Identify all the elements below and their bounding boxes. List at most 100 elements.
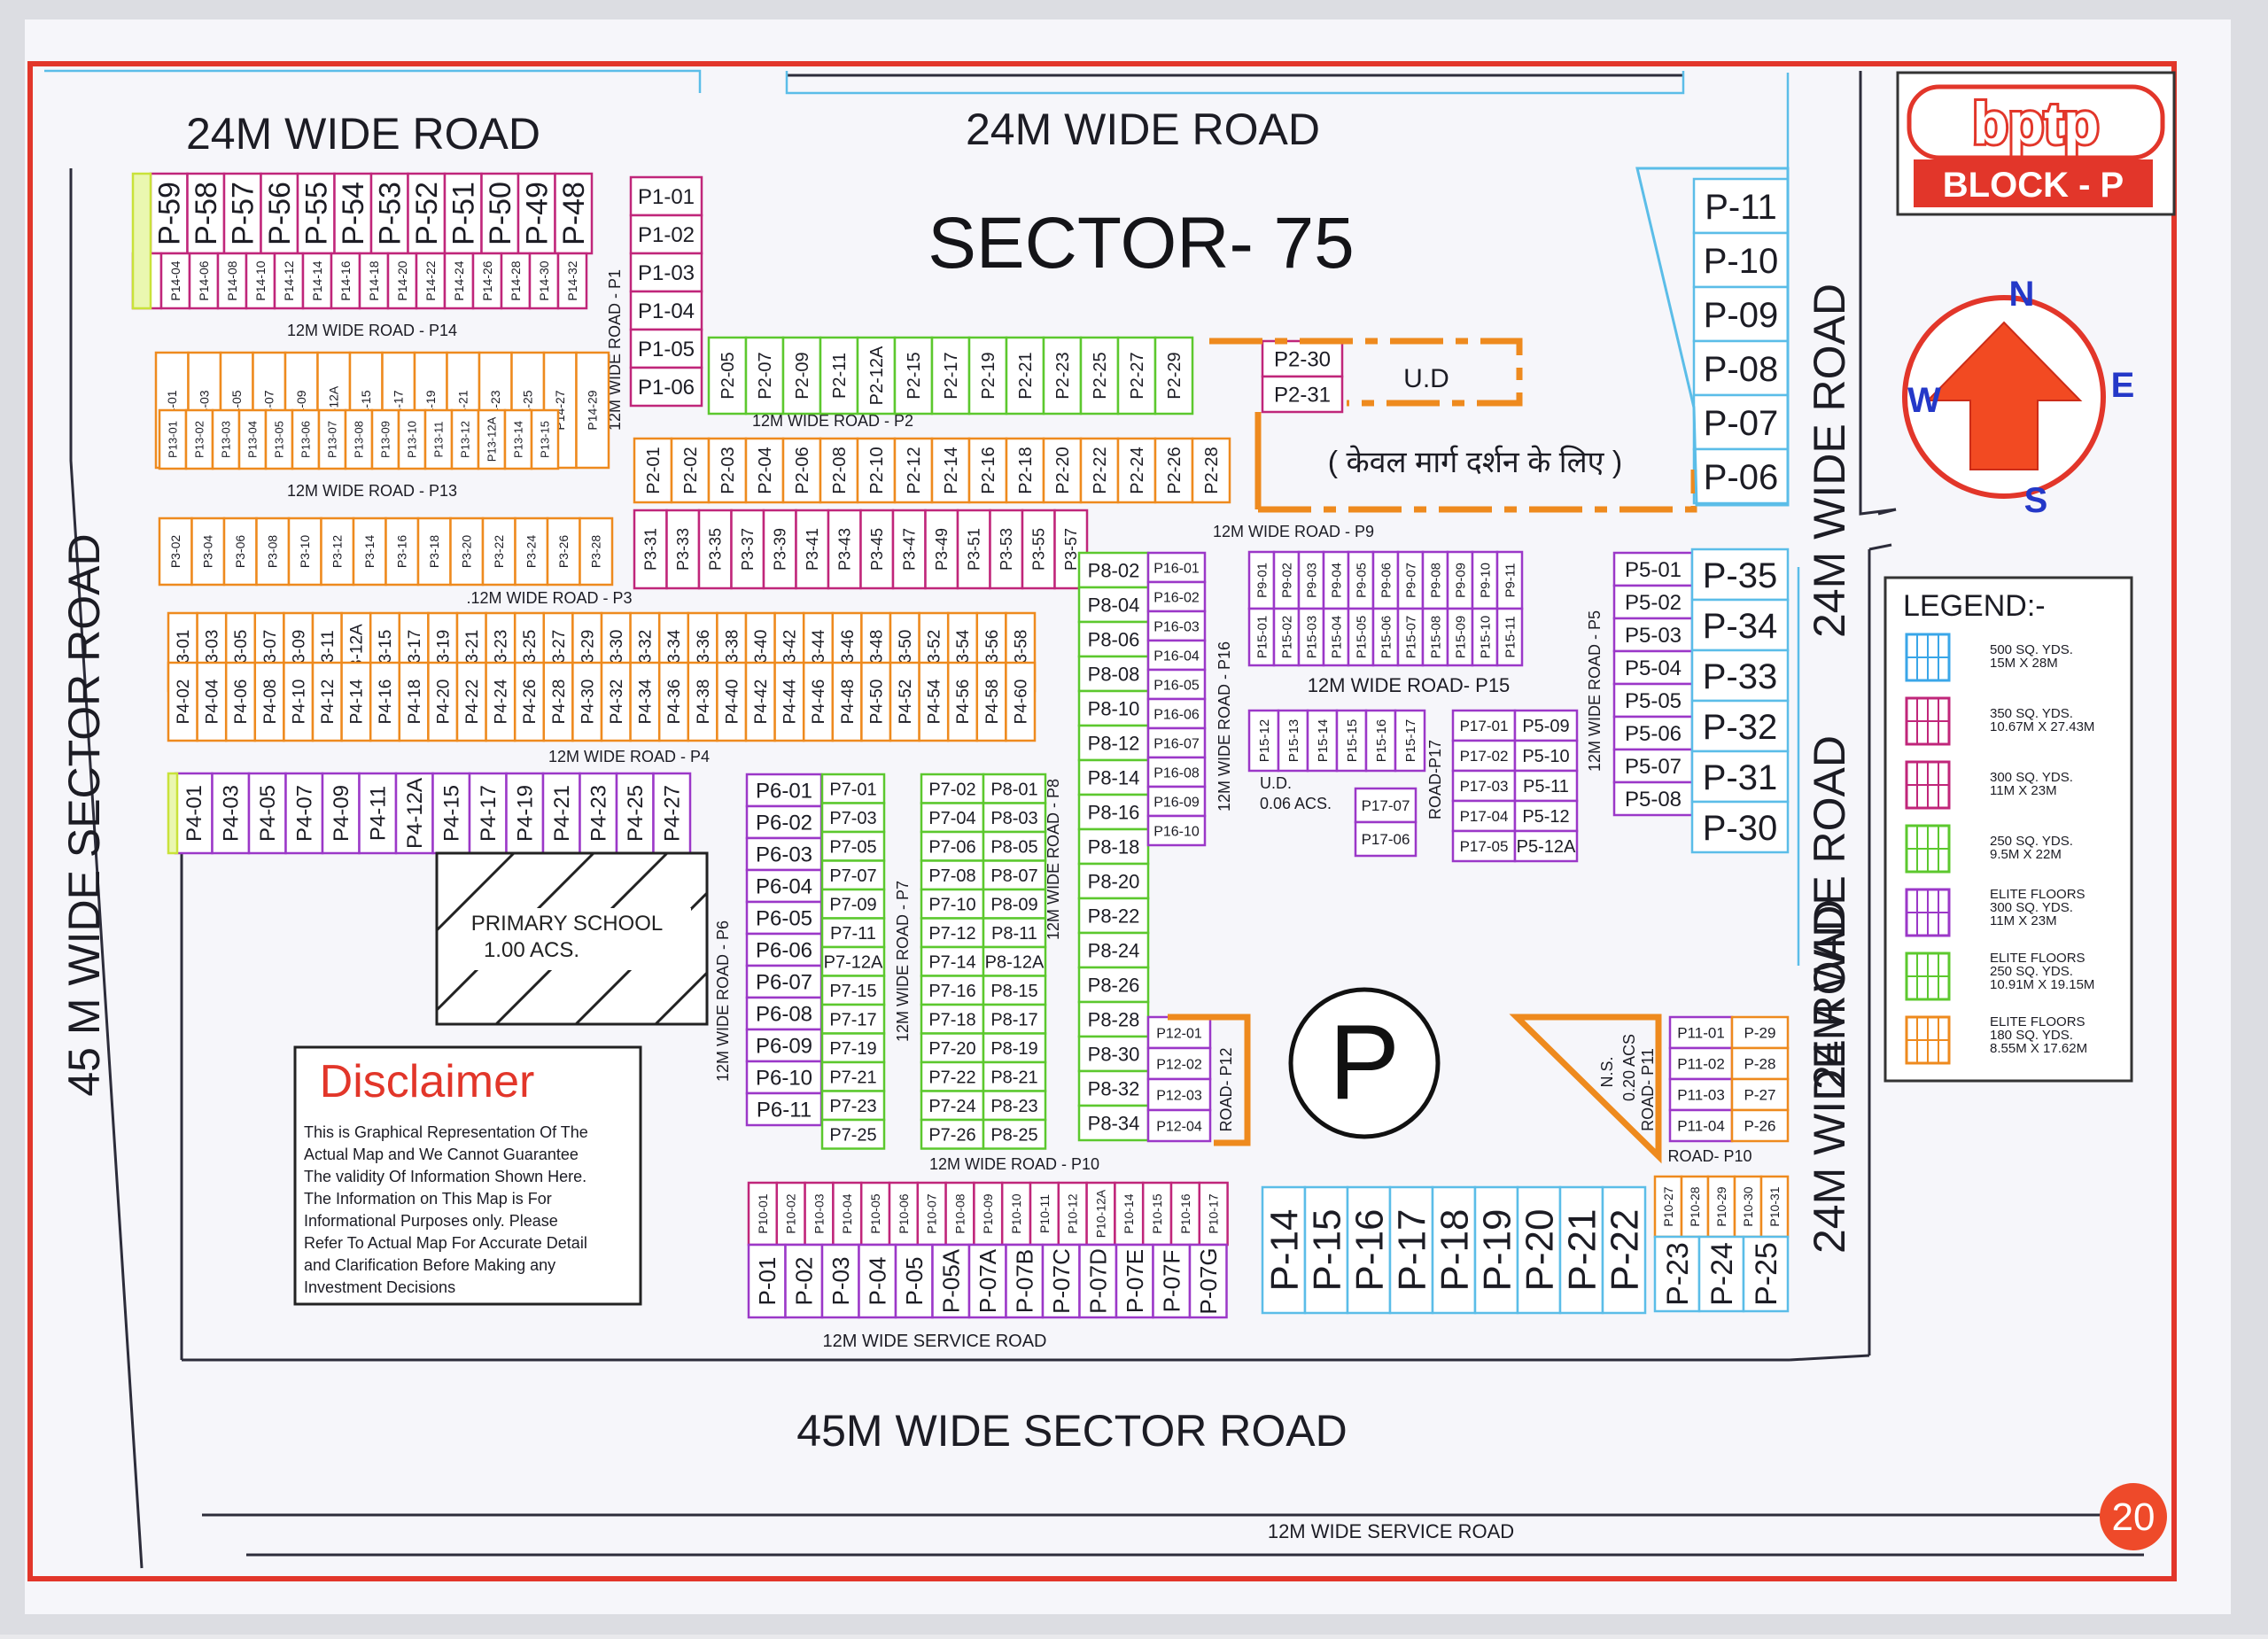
- plot-cell[interactable]: P9-10: [1471, 550, 1499, 610]
- plot-cell[interactable]: P2-29: [1153, 336, 1194, 416]
- plot-cell[interactable]: P12-03: [1146, 1077, 1212, 1112]
- plot-cell[interactable]: P8-28: [1077, 1000, 1150, 1038]
- plot-cell[interactable]: P15-10: [1471, 607, 1499, 667]
- plot-cell[interactable]: P10-28: [1680, 1175, 1710, 1239]
- plot-cell[interactable]: P7-11: [820, 917, 886, 949]
- plot-cell[interactable]: P3-12: [320, 517, 355, 586]
- plot-cell[interactable]: P10-09: [973, 1181, 1004, 1247]
- plot-cell[interactable]: P-59: [149, 172, 189, 255]
- plot-cell[interactable]: P7-25: [820, 1118, 886, 1150]
- plot-cell[interactable]: P10-04: [832, 1181, 863, 1247]
- plot-cell[interactable]: P10-03: [804, 1181, 835, 1247]
- plot-cell[interactable]: P8-06: [1077, 620, 1150, 658]
- plot-cell[interactable]: P5-12: [1513, 799, 1579, 833]
- plot-cell[interactable]: P1-04: [629, 290, 703, 331]
- plot-cell[interactable]: P-34: [1690, 598, 1790, 652]
- plot-cell[interactable]: P7-20: [920, 1032, 985, 1064]
- plot-cell[interactable]: P5-09: [1513, 709, 1579, 742]
- plot-cell[interactable]: P2-25: [1079, 336, 1120, 416]
- plot-cell[interactable]: P14-04: [159, 252, 191, 310]
- plot-cell[interactable]: P4-11: [358, 772, 398, 855]
- plot-cell[interactable]: P14-12: [273, 252, 305, 310]
- plot-cell[interactable]: P15-11: [1495, 607, 1524, 667]
- plot-cell[interactable]: P13-03: [211, 408, 241, 470]
- plot-cell[interactable]: P6-08: [745, 996, 823, 1031]
- plot-cell[interactable]: P5-06: [1612, 715, 1694, 751]
- plot-cell[interactable]: P-10: [1692, 231, 1790, 289]
- plot-cell[interactable]: P11-03: [1668, 1077, 1734, 1112]
- plot-cell[interactable]: P-33: [1690, 649, 1790, 703]
- plot-cell[interactable]: P9-04: [1322, 550, 1350, 610]
- plot-cell[interactable]: P10-10: [1000, 1181, 1032, 1247]
- plot-cell[interactable]: P7-17: [820, 1003, 886, 1035]
- plot-cell[interactable]: P2-22: [1079, 437, 1120, 504]
- plot-cell[interactable]: P8-03: [982, 802, 1047, 834]
- plot-cell[interactable]: P2-30: [1261, 339, 1344, 378]
- plot-cell[interactable]: P2-09: [781, 336, 822, 416]
- plot-cell[interactable]: P13-04: [237, 408, 268, 470]
- plot-cell[interactable]: P5-02: [1612, 584, 1694, 620]
- plot-cell[interactable]: P3-47: [891, 509, 927, 590]
- plot-cell[interactable]: P5-12A: [1513, 829, 1579, 863]
- plot-cell[interactable]: P3-39: [762, 509, 797, 590]
- plot-cell[interactable]: P16-10: [1146, 814, 1207, 847]
- plot-cell[interactable]: P4-24: [485, 661, 517, 742]
- plot-cell[interactable]: P8-09: [982, 888, 1047, 920]
- plot-cell[interactable]: P8-20: [1077, 862, 1150, 900]
- plot-cell[interactable]: P3-08: [255, 517, 291, 586]
- plot-cell[interactable]: P17-03: [1451, 769, 1517, 803]
- plot-cell[interactable]: P4-03: [211, 772, 251, 855]
- plot-cell[interactable]: P14-22: [415, 252, 447, 310]
- plot-cell[interactable]: P7-07: [820, 859, 886, 891]
- plot-cell[interactable]: P7-05: [820, 830, 886, 862]
- plot-cell[interactable]: P3-20: [449, 517, 485, 586]
- plot-cell[interactable]: P15-05: [1347, 607, 1375, 667]
- plot-cell[interactable]: P15-17: [1394, 709, 1426, 773]
- plot-cell[interactable]: P2-10: [856, 437, 897, 504]
- plot-cell[interactable]: P-52: [407, 172, 447, 255]
- plot-cell[interactable]: P4-04: [196, 661, 228, 742]
- plot-cell[interactable]: P15-03: [1297, 607, 1325, 667]
- plot-cell[interactable]: P2-11: [819, 336, 859, 416]
- plot-cell[interactable]: P3-02: [158, 517, 193, 586]
- plot-cell[interactable]: P-02: [784, 1243, 824, 1319]
- plot-cell[interactable]: P2-15: [893, 336, 934, 416]
- plot-cell[interactable]: P-15: [1303, 1185, 1348, 1315]
- plot-cell[interactable]: P9-09: [1446, 550, 1474, 610]
- plot-cell[interactable]: P13-12: [450, 408, 480, 470]
- plot-cell[interactable]: P14-10: [245, 252, 276, 310]
- plot-cell[interactable]: P14-18: [358, 252, 390, 310]
- plot-cell[interactable]: P-57: [222, 172, 262, 255]
- plot-cell[interactable]: P9-02: [1272, 550, 1301, 610]
- plot-cell[interactable]: P15-08: [1421, 607, 1449, 667]
- plot-cell[interactable]: P2-02: [670, 437, 711, 504]
- plot-cell[interactable]: P3-35: [697, 509, 733, 590]
- plot-cell[interactable]: P10-06: [888, 1181, 920, 1247]
- plot-cell[interactable]: P4-18: [398, 661, 430, 742]
- plot-cell[interactable]: P15-01: [1247, 607, 1276, 667]
- plot-cell[interactable]: P4-58: [975, 661, 1007, 742]
- plot-cell[interactable]: P3-24: [514, 517, 549, 586]
- plot-cell[interactable]: P14-29: [575, 351, 610, 470]
- plot-cell[interactable]: P4-16: [369, 661, 401, 742]
- plot-cell[interactable]: P-04: [858, 1243, 897, 1319]
- plot-cell[interactable]: P4-50: [860, 661, 892, 742]
- plot-cell[interactable]: P2-20: [1042, 437, 1083, 504]
- plot-cell[interactable]: P17-02: [1451, 739, 1517, 773]
- plot-cell[interactable]: P-56: [260, 172, 299, 255]
- plot-cell[interactable]: P14-08: [216, 252, 248, 310]
- plot-cell[interactable]: P13-07: [317, 408, 347, 470]
- plot-cell[interactable]: P-25: [1742, 1235, 1790, 1313]
- plot-cell[interactable]: P13-11: [423, 408, 454, 470]
- plot-cell[interactable]: P4-08: [253, 661, 285, 742]
- plot-cell[interactable]: P6-06: [745, 932, 823, 967]
- plot-cell[interactable]: P10-27: [1653, 1175, 1683, 1239]
- plot-cell[interactable]: P-07E: [1115, 1243, 1154, 1319]
- plot-cell[interactable]: P3-28: [579, 517, 614, 586]
- plot-cell[interactable]: P1-06: [629, 366, 703, 408]
- plot-cell[interactable]: P8-08: [1077, 655, 1150, 693]
- plot-cell[interactable]: P7-16: [920, 975, 985, 1006]
- plot-cell[interactable]: P-07: [1692, 393, 1790, 451]
- plot-cell[interactable]: P-07A: [967, 1243, 1007, 1319]
- plot-cell[interactable]: P9-03: [1297, 550, 1325, 610]
